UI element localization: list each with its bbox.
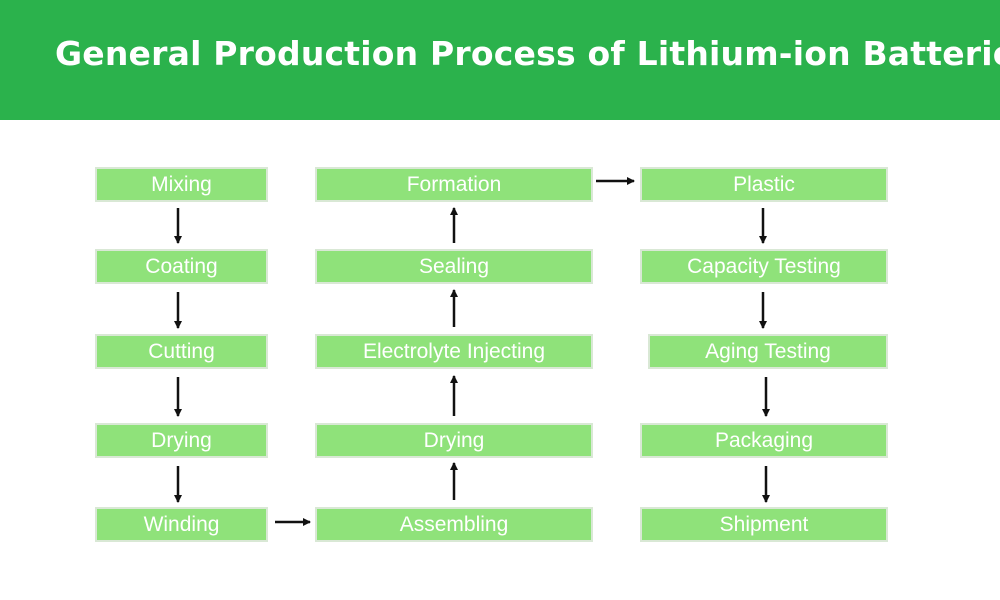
step-sealing: Sealing — [315, 249, 593, 284]
step-cutting: Cutting — [95, 334, 268, 369]
step-winding: Winding — [95, 507, 268, 542]
step-packaging: Packaging — [640, 423, 888, 458]
step-capacity-testing: Capacity Testing — [640, 249, 888, 284]
step-drying-left: Drying — [95, 423, 268, 458]
step-plastic: Plastic — [640, 167, 888, 202]
step-drying-middle: Drying — [315, 423, 593, 458]
header-banner: General Production Process of Lithium-io… — [0, 0, 1000, 120]
step-aging-testing: Aging Testing — [648, 334, 888, 369]
page-title: General Production Process of Lithium-io… — [55, 34, 1000, 73]
step-assembling: Assembling — [315, 507, 593, 542]
step-shipment: Shipment — [640, 507, 888, 542]
step-electrolyte-injecting: Electrolyte Injecting — [315, 334, 593, 369]
step-mixing: Mixing — [95, 167, 268, 202]
step-coating: Coating — [95, 249, 268, 284]
step-formation: Formation — [315, 167, 593, 202]
